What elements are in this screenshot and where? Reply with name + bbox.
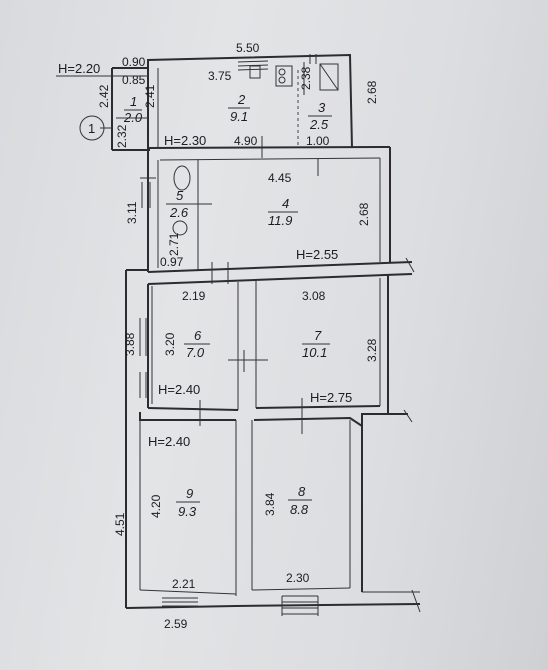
room-area: 11.9 <box>268 213 292 228</box>
dim-230: 2.30 <box>286 571 310 585</box>
small-fixture <box>249 65 261 79</box>
dim-100: 1.00 <box>306 134 330 148</box>
dim-311: 3.11 <box>125 201 139 224</box>
height-label-h2: H=2.30 <box>164 133 206 148</box>
stove-fixture <box>275 65 293 87</box>
room-area: 8.8 <box>290 502 309 517</box>
dim-375: 3.75 <box>208 69 232 83</box>
height-label-h3: H=2.55 <box>296 247 338 262</box>
plan-marker-label: 1 <box>88 121 95 136</box>
break-mark-3 <box>411 589 421 613</box>
dim-328: 3.28 <box>365 338 379 362</box>
room-area: 9.1 <box>230 109 248 124</box>
height-label-h6: H=2.75 <box>310 390 352 405</box>
stove-burner-1 <box>278 68 286 76</box>
height-label-h4: H=2.40 <box>158 382 200 397</box>
dim-268-right: 2.68 <box>365 80 379 104</box>
room-number: 5 <box>176 188 184 203</box>
room-area: 2.0 <box>123 110 143 125</box>
room-label-4: 4 11.9 <box>268 196 298 228</box>
wall-room6-bottom <box>147 407 239 411</box>
dim-242: 2.42 <box>97 84 111 108</box>
room-area: 9.3 <box>178 504 197 519</box>
room-number: 9 <box>186 486 193 501</box>
room-number: 8 <box>298 484 306 499</box>
dim-445: 4.45 <box>268 171 292 185</box>
dim-090: 0.90 <box>122 55 146 69</box>
sink-cross <box>319 63 339 91</box>
dim-490: 4.90 <box>234 134 258 148</box>
wall-room8-top <box>253 413 408 428</box>
dim-451: 4.51 <box>113 512 127 536</box>
room-label-2: 2 9.1 <box>228 92 250 124</box>
dim-384: 3.84 <box>263 492 277 516</box>
height-label-h5: H=2.40 <box>148 434 190 449</box>
dim-241: 2.41 <box>143 84 157 108</box>
room-area: 2.6 <box>169 205 189 220</box>
room-label-6: 6 7.0 <box>184 328 210 360</box>
wall-outer-bottom <box>125 603 421 609</box>
wall-mid-divider <box>147 261 413 273</box>
dim-221: 2.21 <box>172 577 196 591</box>
room-label-8: 8 8.8 <box>288 484 312 517</box>
room-label-9: 9 9.3 <box>176 486 200 519</box>
dim-232: 2.32 <box>115 124 129 148</box>
room-number: 3 <box>318 100 326 115</box>
room-area: 2.5 <box>309 117 329 132</box>
wall-top-block <box>147 53 353 149</box>
wall-top-block-bottom <box>147 146 391 149</box>
room-label-3: 3 2.5 <box>308 100 332 132</box>
room-number: 2 <box>237 92 246 107</box>
dim-259: 2.59 <box>164 617 188 631</box>
dim-550: 5.50 <box>236 41 260 55</box>
wall-room9-top <box>139 412 236 421</box>
room-number: 4 <box>282 196 289 211</box>
dim-268-mid: 2.68 <box>357 202 371 226</box>
fixtures <box>116 63 339 434</box>
dim-238: 2.38 <box>299 66 313 90</box>
dim-219: 2.19 <box>182 289 206 303</box>
dim-388: 3.88 <box>123 332 137 356</box>
dim-308: 3.08 <box>302 289 326 303</box>
break-mark-2 <box>403 409 413 423</box>
sink-fixture <box>319 63 339 91</box>
toilet-fixture <box>173 165 191 191</box>
room-number: 1 <box>130 94 137 109</box>
room-number: 7 <box>314 328 322 343</box>
wall-room8-bottom-inner <box>251 587 351 591</box>
wall-room7-bottom <box>255 405 381 409</box>
wall-mid-divider-lower <box>147 273 413 285</box>
washbasin-fixture <box>172 220 188 236</box>
break-mark-1 <box>405 257 415 273</box>
stove-burner-2 <box>278 76 286 84</box>
dim-271: 2.71 <box>167 232 181 256</box>
room-area: 10.1 <box>302 345 327 360</box>
walls <box>111 53 421 613</box>
wall-room4-top-inner <box>159 157 381 161</box>
dim-320: 3.20 <box>163 332 177 356</box>
room-label-1: 1 2.0 <box>123 94 143 125</box>
room-number: 6 <box>194 328 202 343</box>
dim-097: 0.97 <box>160 255 184 269</box>
height-label-h1: H=2.20 <box>58 61 100 76</box>
room-label-7: 7 10.1 <box>302 328 330 360</box>
room-label-5: 5 2.6 <box>166 188 212 220</box>
dim-420: 4.20 <box>149 494 163 518</box>
dim-085: 0.85 <box>122 73 146 87</box>
plan-marker-circle <box>79 115 105 141</box>
room-area: 7.0 <box>186 345 205 360</box>
wall-room9-bottom-inner <box>139 589 237 595</box>
